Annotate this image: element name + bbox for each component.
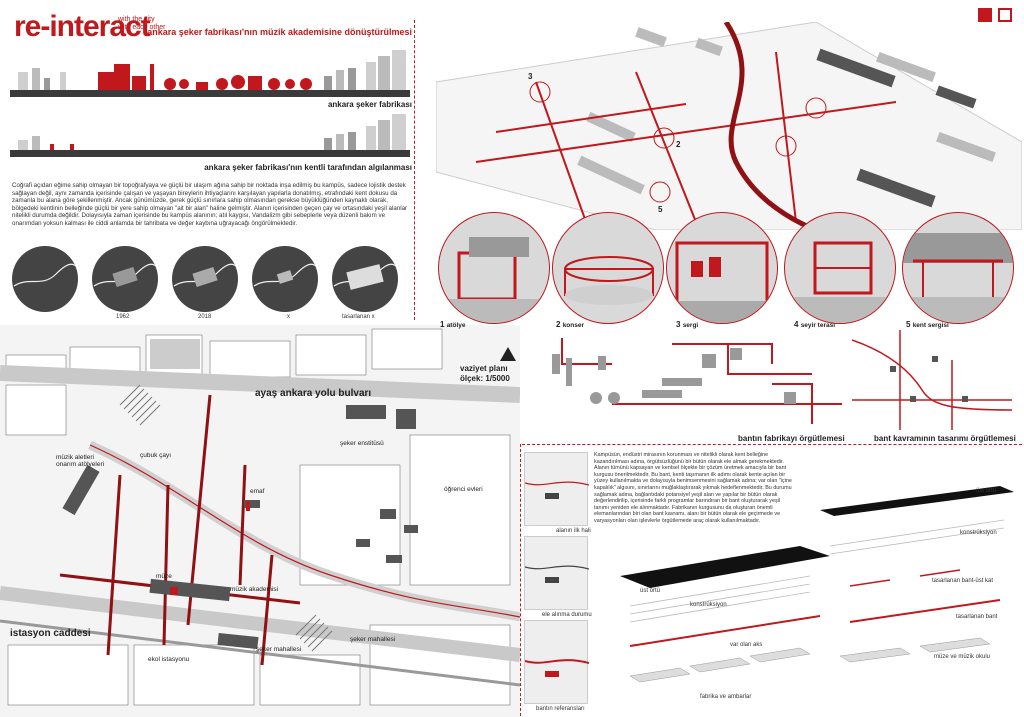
exploded-label-ust-ortu-1: üst örtü: [640, 588, 661, 594]
vignette-caption-2: 2 konser: [556, 320, 585, 329]
page-marker-filled: [978, 8, 992, 22]
exploded-left: [620, 546, 830, 683]
plan-scale: ölçek: 1/5000: [460, 374, 510, 383]
project-subtitle: ankara şeker fabrikası'nın müzik akademi…: [147, 27, 412, 37]
road-label-top: ayaş ankara yolu bulvarı: [255, 388, 372, 399]
exploded-right: [820, 486, 1014, 663]
page-title: re-interact: [14, 10, 151, 43]
timeline-circle-4: [252, 246, 318, 312]
section-label-1: ankara şeker fabrikası: [327, 100, 412, 109]
exploded-label-muze-muzik: müze ve müzik okulu: [934, 654, 991, 660]
page-marker-open: [998, 8, 1012, 22]
process-label-1: alanın ilk hali: [556, 528, 591, 534]
axo-marker-3: 3: [528, 72, 533, 81]
exploded-label-konstruksiyon-1: konstrüksiyon: [690, 602, 727, 608]
vignette-caption-5: 5 kent sergisi: [906, 320, 949, 329]
timeline-circle-1: [12, 246, 78, 312]
vignette-kent-sergisi: [902, 212, 1014, 324]
process-map-1: [524, 452, 590, 526]
timeline-circle-2: [92, 246, 158, 312]
divider-dashed-vertical-2: [520, 444, 521, 716]
vignette-caption-4: 4 seyir terası: [794, 320, 836, 329]
vignette-konser: [552, 212, 664, 324]
skyline-section-1: [10, 50, 410, 97]
exploded-label-tasarlanan-bant-ust: tasarlanan bant-üst kat: [932, 578, 994, 584]
label-muzik-akademisi: müzik akademisi: [230, 586, 279, 593]
axonometric-view: [436, 22, 1022, 230]
intro-paragraph: Coğrafi açıdan eğime sahip olmayan bir t…: [12, 182, 408, 227]
exploded-label-konstruksiyon-2: konstrüksiyon: [960, 530, 997, 536]
divider-dashed-horizontal: [522, 444, 1022, 445]
process-label-2: ele alınma durumu: [542, 612, 592, 618]
diagram-title-bant-fabrika: bantın fabrikayı örgütlemesi: [738, 434, 845, 443]
exploded-label-tasarlanan-bant: tasarlanan bant: [956, 614, 998, 620]
label-ogrenci-evleri: öğrenci evleri: [444, 486, 483, 493]
exploded-label-ust-ortu-2: üst örtü: [976, 488, 997, 494]
vignette-caption-1: 1 atölye: [440, 320, 466, 329]
diagram-bant-fabrika: [552, 338, 842, 424]
skyline-sections: [10, 50, 410, 157]
label-seker-enstitusu: şeker enstitüsü: [340, 440, 384, 447]
timeline-label-tasarlanan: tasarlanan x: [342, 314, 375, 320]
label-emaf: emaf: [250, 488, 265, 495]
vignette-atolye: [438, 212, 550, 324]
label-seker-mahallesi-1: şeker mahallesi: [256, 646, 302, 653]
timeline-circle-5: [332, 246, 398, 312]
skyline-section-2: [10, 114, 410, 157]
tagline-line-2: with each other: [118, 24, 166, 31]
vignette-caption-3: 3 sergi: [676, 320, 699, 329]
exploded-label-fabrika-ambar: fabrika ve ambarlar: [700, 694, 752, 700]
timeline-label-x: x: [287, 314, 290, 320]
timeline-circle-3: [172, 246, 238, 312]
timeline-label-1962: 1962: [116, 314, 130, 320]
label-muzik-atolye: müzik aletleri onarım atölyeleri: [56, 454, 105, 468]
timeline-label-2018: 2018: [198, 314, 212, 320]
label-seker-mahallesi-2: şeker mahallesi: [350, 636, 396, 643]
axo-marker-5: 5: [658, 205, 663, 214]
label-istasyon: ekol istasyonu: [148, 656, 190, 663]
vignette-sergi: [666, 212, 778, 324]
plan-title: vaziyet planı: [460, 364, 508, 373]
exploded-axonometrics: [620, 486, 1014, 683]
tagline-line-1: with the city: [118, 16, 155, 23]
tagline: with the city with each other: [118, 16, 178, 32]
section-label-2: ankara şeker fabrikası'nın kentli tarafı…: [204, 163, 412, 172]
exploded-label-var-olan-aks: var olan aks: [730, 642, 763, 648]
diagram-title-bant-kavram: bant kavramının tasarımı örgütlemesi: [874, 434, 1016, 443]
process-label-3: bantın referansları: [536, 706, 585, 712]
concept-paragraph: Kampüsün, endüstri mirasının korunması v…: [594, 452, 792, 524]
process-map-2: [524, 536, 590, 610]
label-muze: müze: [156, 573, 172, 580]
road-label-bottom: istasyon caddesi: [10, 628, 91, 639]
site-plan: [0, 325, 520, 717]
label-cubuk-cayi: çubuk çayı: [140, 452, 172, 459]
axo-marker-2: 2: [676, 140, 681, 149]
diagram-bant-kavram: [852, 330, 1013, 430]
vignette-seyir-terasi: [784, 212, 896, 324]
process-map-3: [524, 620, 590, 704]
divider-dashed-vertical: [414, 20, 415, 320]
